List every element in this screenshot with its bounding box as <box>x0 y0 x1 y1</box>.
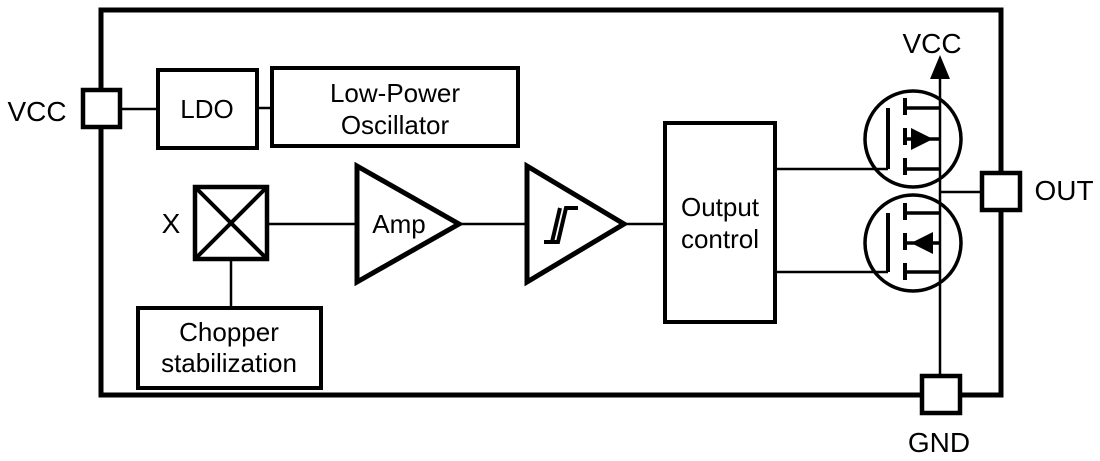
oscillator-box <box>270 66 520 148</box>
low-side-mosfet-arrow-icon <box>911 232 933 254</box>
pin-gnd: GND <box>908 373 970 458</box>
amplifier-label: Amp <box>372 209 425 239</box>
chopper-label-line1: Chopper <box>179 317 279 347</box>
mosfet-high-circle <box>863 89 963 189</box>
block-amplifier: Amp <box>354 161 465 287</box>
mixer-x-label: X <box>162 208 181 239</box>
chopper-label-line2: stabilization <box>161 348 297 378</box>
chopper-box <box>136 306 323 390</box>
pin-vcc-left: VCC <box>7 87 123 130</box>
gnd-label: GND <box>908 427 970 458</box>
output-control-label-line2: control <box>681 224 759 254</box>
vcc-left-pin-square <box>80 87 123 130</box>
mixer-cross-icon <box>193 185 269 261</box>
oscillator-label-line1: Low-Power <box>330 78 460 108</box>
hall-element-mixer: X <box>162 184 270 262</box>
hysteresis-icon <box>544 206 578 244</box>
amplifier-triangle <box>354 161 465 287</box>
block-oscillator: Low-Power Oscillator <box>270 66 520 148</box>
block-ldo: LDO <box>156 68 259 150</box>
vcc-left-label: VCC <box>7 96 66 127</box>
schmitt-triangle <box>524 161 629 287</box>
hysteresis-stroke-1 <box>544 206 578 244</box>
pin-vcc-top: VCC <box>902 28 962 79</box>
block-output-control: Output control <box>663 121 777 324</box>
block-chopper: Chopper stabilization <box>136 306 323 390</box>
mixer-cross-diagonal-2 <box>193 185 269 261</box>
gnd-pin-square <box>919 373 963 416</box>
vcc-arrow-icon <box>930 55 950 79</box>
out-pin-square <box>979 170 1023 213</box>
hysteresis-stroke-2 <box>550 207 562 243</box>
vcc-top-label: VCC <box>902 28 961 59</box>
ldo-label: LDO <box>180 94 233 124</box>
output-control-label-line1: Output <box>681 192 760 222</box>
mosfet-low-side <box>863 193 963 293</box>
high-side-mosfet-arrow-icon <box>911 128 933 150</box>
out-label: OUT <box>1034 175 1093 206</box>
output-control-box <box>663 121 777 324</box>
schmitt-trigger <box>524 161 629 287</box>
pin-out: OUT <box>979 170 1094 213</box>
oscillator-label-line2: Oscillator <box>341 110 450 140</box>
mosfet-low-circle <box>863 193 963 293</box>
ldo-box <box>156 68 259 150</box>
mosfet-high-side <box>863 89 963 189</box>
